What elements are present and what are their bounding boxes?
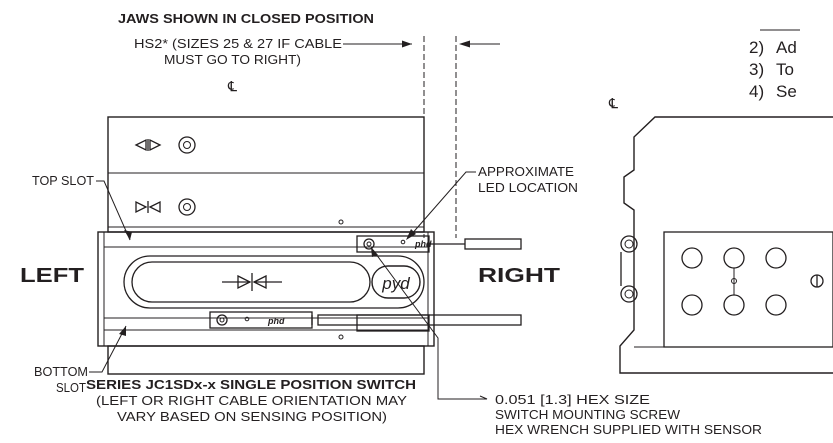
step-num-3: 3) [749, 60, 764, 79]
left-label: LEFT [20, 265, 84, 287]
side-center-hole [731, 278, 737, 284]
step-text-2: Ad [776, 38, 797, 57]
hs2-note-line2: MUST GO TO RIGHT) [164, 52, 301, 67]
side-hole-5 [723, 294, 745, 316]
side-hole-6 [765, 294, 787, 316]
port-circle-1 [178, 136, 196, 154]
top-switch-led [400, 239, 406, 245]
side-nut-top-inner [624, 239, 634, 249]
gripper-base [107, 345, 425, 375]
bottom-slot-leader [89, 325, 127, 373]
step-text-3: To [776, 60, 794, 79]
gripper-side-view [619, 116, 833, 374]
bottom-switch-logo: phd [267, 316, 285, 326]
right-label: RIGHT [478, 265, 560, 287]
oval-window-outer [123, 255, 425, 309]
body-logo-frame [371, 265, 421, 299]
top-slot-arrow [124, 230, 132, 240]
hex-size-line3: HEX WRENCH SUPPLIED WITH SENSOR [495, 422, 762, 437]
hex-size-line1: 0.051 [1.3] HEX SIZE [495, 392, 650, 407]
side-hole-4 [681, 294, 703, 316]
top-slot-leader [96, 180, 131, 241]
side-hole-3 [765, 247, 787, 269]
led-arrow [406, 229, 416, 240]
jaws-title: JAWS SHOWN IN CLOSED POSITION [118, 11, 374, 26]
hs2-arrow-right [402, 40, 412, 48]
top-switch-screw [363, 238, 375, 250]
bottom-switch-cable [317, 314, 522, 326]
close-jaw-icon [135, 200, 161, 214]
top-switch-cable [464, 238, 522, 250]
small-hole-bottom [338, 334, 344, 340]
top-switch [356, 314, 430, 332]
step-num-4: 4) [749, 82, 764, 101]
hs2-note-line1: HS2* (SIZES 25 & 27 IF CABLE [134, 36, 342, 51]
step-list: 2) Ad 3) To 4) Se [749, 29, 800, 101]
side-hole-2 [723, 247, 745, 269]
gripper-front-view: pyd phd phd [97, 116, 522, 375]
bottom-switch-led [244, 316, 250, 322]
port-circle-2 [178, 198, 196, 216]
top-switch-screw-inner [366, 241, 372, 247]
jaw-center-arrows-icon [222, 273, 282, 291]
bottom-slot-label-line1: BOTTOM [34, 364, 88, 379]
side-view-jaw-plate [663, 231, 833, 348]
led-label-line2: LED LOCATION [478, 180, 578, 195]
centerline-symbol-front: ℄ [227, 78, 237, 94]
port-circle-1-inner [183, 141, 191, 149]
side-view-outline [619, 116, 833, 374]
bottom-slot-label-line2: SLOT [56, 380, 86, 395]
bottom-switch-body [209, 311, 313, 329]
centerline-symbol-side: ℄ [608, 95, 618, 111]
series-line2: (LEFT OR RIGHT CABLE ORIENTATION MAY [96, 393, 407, 408]
port-circle-2-inner [183, 203, 191, 211]
step-num-2: 2) [749, 38, 764, 57]
open-jaw-icon [134, 138, 162, 152]
hex-size-line2: SWITCH MOUNTING SCREW [495, 407, 681, 422]
top-switch-logo: phd [414, 239, 432, 249]
side-nut-bottom-inner [624, 289, 634, 299]
led-leader [409, 171, 476, 237]
bottom-switch-screw [216, 314, 228, 326]
bottom-switch-screw-inner [219, 317, 225, 323]
led-label-line1: APPROXIMATE [478, 164, 574, 179]
side-nut-bottom [620, 285, 638, 303]
hex-screw-arrow [371, 247, 378, 257]
hs2-arrow-left [459, 40, 470, 48]
bottom-slot-arrow [119, 326, 126, 336]
side-nut-top [620, 235, 638, 253]
series-line3: VARY BASED ON SENSING POSITION) [117, 409, 387, 424]
hex-screw-leader [372, 249, 488, 400]
oval-window-inner [131, 261, 371, 303]
gripper-top-block [107, 116, 425, 233]
top-slot-label: TOP SLOT [32, 173, 94, 188]
small-hole-top [338, 219, 344, 225]
side-hole-1 [681, 247, 703, 269]
series-title: SERIES JC1SDx-x SINGLE POSITION SWITCH [86, 377, 416, 392]
step-text-4: Se [776, 82, 797, 101]
body-logo: pyd [381, 274, 410, 293]
